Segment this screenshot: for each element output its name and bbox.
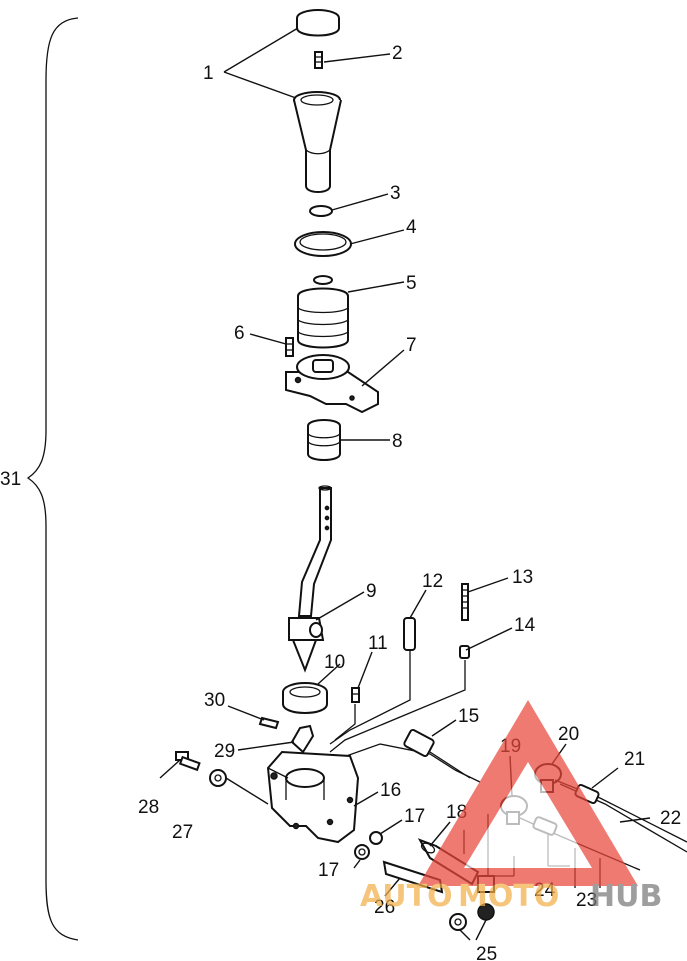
watermark-word-moto: MOTO <box>458 879 559 914</box>
callout-8: 8 <box>392 431 403 452</box>
pin-12 <box>403 617 416 651</box>
callout-16: 16 <box>380 780 401 801</box>
callout-21: 21 <box>624 749 645 770</box>
callout-26: 26 <box>374 897 395 918</box>
connector-14 <box>459 645 470 659</box>
small-screw-11 <box>351 687 360 703</box>
callout-12: 12 <box>422 571 443 592</box>
bolt-6 <box>285 337 294 357</box>
bushing <box>307 419 341 461</box>
callout-25: 25 <box>476 944 497 961</box>
sensor-15 <box>403 729 471 779</box>
shifter-housing <box>266 750 360 844</box>
callout-17-lower: 17 <box>318 860 339 881</box>
shift-lever <box>288 485 332 673</box>
shift-boot <box>297 275 349 349</box>
callout-28: 28 <box>138 797 159 818</box>
callout-22: 22 <box>660 808 681 829</box>
pivot-socket <box>282 682 328 714</box>
callout-31: 31 <box>0 469 21 490</box>
washer-27 <box>209 769 227 787</box>
callout-4: 4 <box>406 217 417 238</box>
callout-3: 3 <box>390 183 401 204</box>
assembly-brace <box>26 17 79 941</box>
callout-2: 2 <box>392 43 403 64</box>
callout-11: 11 <box>368 633 388 654</box>
callout-23: 23 <box>576 890 597 911</box>
mounting-bracket <box>285 354 379 414</box>
callout-5: 5 <box>406 273 417 294</box>
callout-20: 20 <box>558 724 579 745</box>
set-screw <box>314 51 323 69</box>
callout-6: 6 <box>234 323 245 344</box>
knob-body <box>293 91 342 193</box>
watermark-word-auto: AUTO <box>360 879 453 914</box>
knob-cap <box>296 9 340 37</box>
callout-14: 14 <box>514 615 536 636</box>
wiring-harness <box>329 650 481 783</box>
watermark-word-hub: HUB <box>590 879 662 914</box>
callout-9: 9 <box>366 581 377 602</box>
callout-7: 7 <box>406 335 417 356</box>
bolt-28 <box>175 751 201 772</box>
callout-1: 1 <box>203 63 214 84</box>
watermark-logo: AUTO MOTO HUB <box>360 700 662 914</box>
roll-pin-30 <box>258 716 280 730</box>
callout-29: 29 <box>214 741 235 762</box>
callout-13: 13 <box>512 567 533 588</box>
threaded-rod-13 <box>461 583 469 621</box>
small-o-ring <box>309 205 333 217</box>
callout-15: 15 <box>458 706 479 727</box>
callout-17-upper: 17 <box>404 806 425 827</box>
retaining-ring <box>294 231 352 257</box>
detent-spring-29 <box>290 724 315 754</box>
callout-10: 10 <box>324 652 345 673</box>
callout-27: 27 <box>172 822 193 843</box>
callout-30: 30 <box>204 690 225 711</box>
nut-17 <box>354 831 383 860</box>
